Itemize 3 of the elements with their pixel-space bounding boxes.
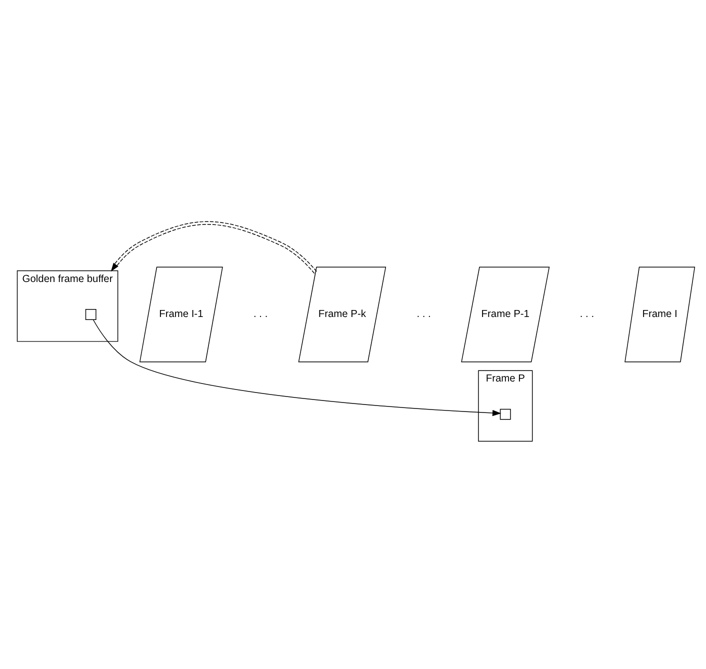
- label: . . .: [254, 308, 268, 320]
- label: . . .: [580, 308, 594, 320]
- label: . . .: [416, 308, 431, 320]
